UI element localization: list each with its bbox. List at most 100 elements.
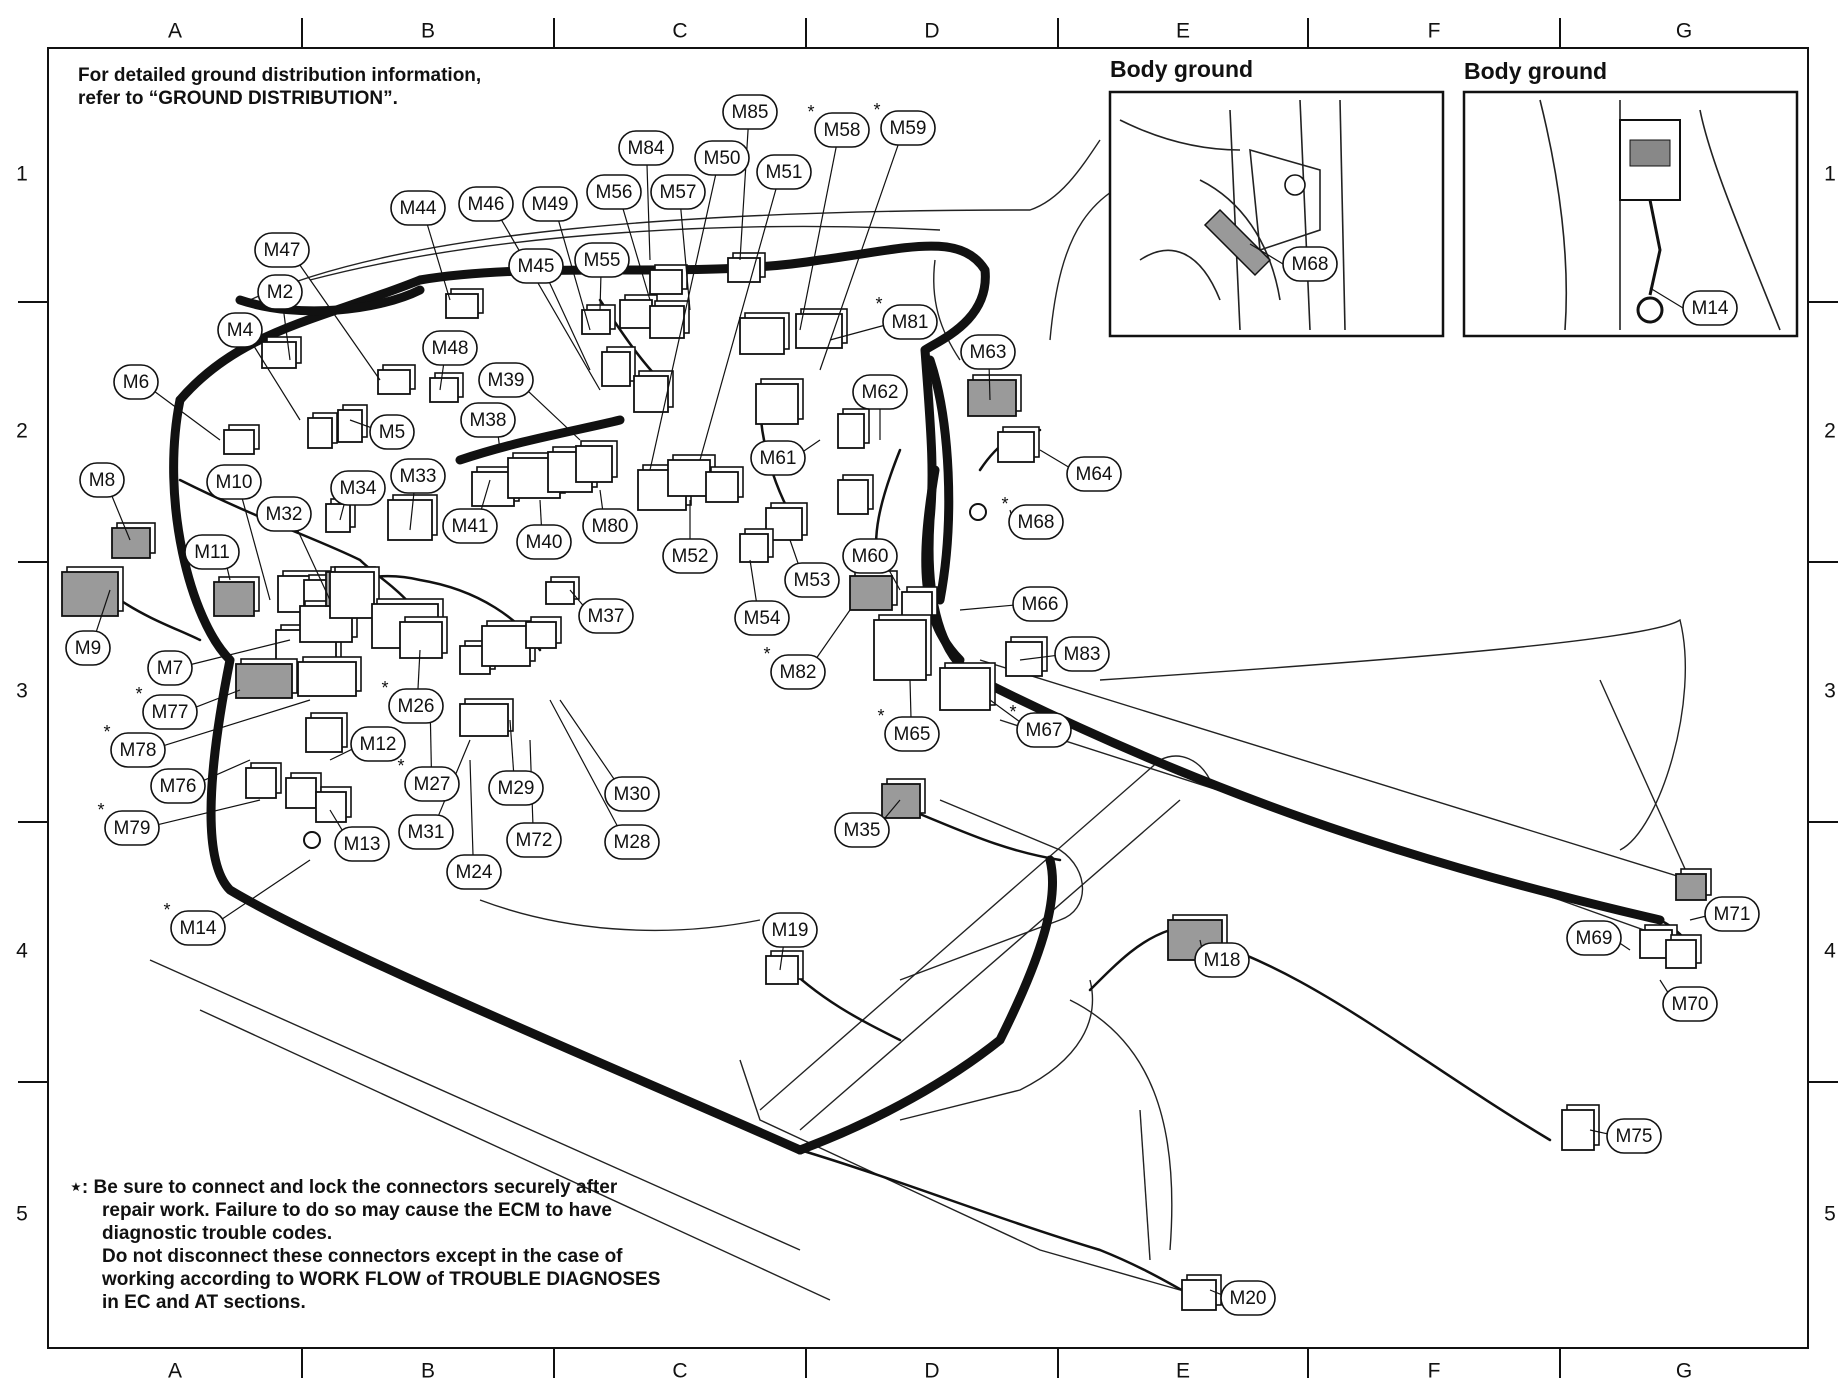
label-bubble: [722, 94, 778, 130]
connector-id: M31: [408, 822, 445, 843]
label-bubble: [398, 814, 454, 850]
connector-id: M30: [614, 784, 651, 805]
connector-id: M27: [414, 774, 451, 795]
harness-branch: [798, 1148, 1202, 1302]
connector-body-face: [315, 791, 347, 823]
note-line: For detailed ground distribution informa…: [78, 65, 482, 86]
star-marker: *: [97, 800, 104, 820]
connector-id: M79: [114, 818, 151, 839]
label-bubble: [750, 440, 806, 476]
connector-label-m70: M70: [1662, 986, 1718, 1022]
connector-id: M52: [672, 546, 709, 567]
connector-label-m76: M76: [150, 768, 206, 804]
label-bubble: [369, 414, 415, 450]
connector-body: [337, 404, 368, 443]
body-outline-line: [799, 799, 1181, 1131]
column-label: A: [168, 20, 182, 43]
label-bubble: [1606, 1118, 1662, 1154]
connector-body-face: [387, 499, 433, 541]
row-label: 4: [1824, 940, 1836, 963]
connector-id: M80: [592, 516, 629, 537]
connector-body-face: [525, 621, 557, 649]
label-bubble: [578, 598, 634, 634]
label-bubble: [446, 854, 502, 890]
note-line: diagnostic trouble codes.: [102, 1223, 333, 1244]
connector-body: [545, 576, 580, 605]
connector-body: [581, 304, 616, 335]
label-bubble: [1066, 456, 1122, 492]
leader-line: [203, 759, 251, 782]
leader-line: [439, 363, 445, 391]
leader-line: [989, 699, 1021, 723]
body-outline-line: [199, 1009, 831, 1301]
connector-body: [739, 312, 790, 355]
label-bubble: [508, 248, 564, 284]
connector-label-m72: M72: [506, 822, 562, 858]
connector-body: [633, 370, 674, 413]
label-bubble: [442, 508, 498, 544]
connector-label-m75: M75: [1606, 1118, 1662, 1154]
connector-body: [213, 576, 260, 617]
connector-body: [739, 528, 774, 563]
harness-trunk: [175, 241, 1665, 925]
connector-body: [649, 300, 690, 339]
connector-id: M10: [216, 472, 253, 493]
connector-body: [939, 662, 996, 711]
harness-trunk: [795, 855, 1057, 1155]
leader-line: [426, 222, 451, 301]
connector-body: [387, 494, 438, 541]
connector-id: M14: [180, 918, 217, 939]
connector-body-face: [377, 369, 411, 395]
connector-body: [705, 466, 744, 503]
connector-id: M20: [1230, 1288, 1267, 1309]
connector-id: M37: [588, 606, 625, 627]
connector-label-m61: M61: [750, 440, 806, 476]
connector-label-m7: M7: [147, 650, 193, 686]
leader-line: [1619, 942, 1631, 951]
leader-line: [909, 679, 912, 719]
label-bubble: [1662, 986, 1718, 1022]
connector-body-face: [601, 351, 631, 387]
row-label: 2: [16, 420, 28, 443]
connector-id: M19: [772, 920, 809, 941]
connector-id: M69: [1576, 928, 1613, 949]
connector-id: M18: [1204, 950, 1241, 971]
connector-body-face: [307, 417, 333, 449]
ground-eyelet-icon: [969, 503, 987, 521]
connector-label-m65: M65*: [877, 706, 940, 752]
inset-sketch-line: [1249, 148, 1321, 252]
note-line: working according to WORK FLOW of TROUBL…: [102, 1269, 661, 1290]
connector-body: [1665, 934, 1702, 969]
connector-body-face: [739, 317, 785, 355]
connector-body: [901, 586, 938, 621]
leader-line: [547, 279, 591, 371]
connector-label-m81: M81*: [875, 294, 938, 340]
leader-line: [417, 649, 421, 691]
connector-body-face: [755, 383, 799, 425]
connector-body: [997, 426, 1040, 463]
label-bubble: [257, 274, 303, 310]
connector-body-face: [235, 663, 293, 699]
leader-line: [297, 262, 381, 381]
connector-body-face: [481, 625, 531, 667]
body-outline-line: [1139, 1109, 1151, 1261]
connector-body-face: [881, 783, 921, 819]
connector-label-m40: M40: [516, 524, 572, 560]
leader-line: [559, 699, 617, 782]
connector-body-face: [1675, 873, 1707, 901]
leader-line: [526, 389, 581, 441]
connector-id: M4: [227, 320, 254, 341]
label-bubble: [142, 694, 198, 730]
label-bubble: [422, 330, 478, 366]
connector-id: M59: [890, 118, 927, 139]
connector-body-face: [429, 377, 459, 403]
connector-id: M60: [852, 546, 889, 567]
connector-body: [305, 712, 348, 753]
connector-label-m68: M68*: [1001, 494, 1064, 540]
leader-line: [569, 589, 585, 608]
connector-body-face: [305, 717, 343, 753]
connector-id: M32: [266, 504, 303, 525]
leader-line: [887, 567, 901, 591]
leader-line: [1649, 287, 1684, 309]
